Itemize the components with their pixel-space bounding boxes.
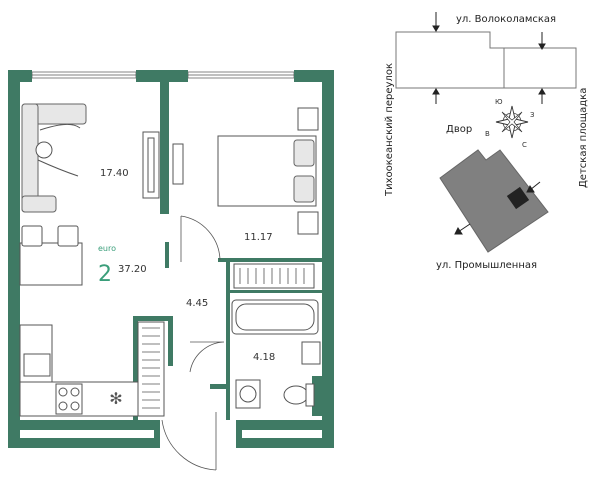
- wall-top-middle: [136, 70, 188, 82]
- street-south: ул. Промышленная: [436, 260, 537, 271]
- apartment-plan: ✻ 17.40 11.17 4.45 4.18: [8, 70, 334, 471]
- wall-bottom-left-post: [154, 420, 160, 448]
- site-plan: Ю С В З ул. Волоколамская ул. Промышленн…: [384, 12, 589, 271]
- wall-bathroom-left: [226, 262, 230, 420]
- tv-screen: [147, 137, 155, 193]
- compass-w: В: [485, 130, 490, 138]
- person-head-icon: [35, 141, 53, 159]
- sofa-end: [21, 195, 57, 213]
- entrance-arrows: [432, 12, 546, 235]
- wall-partition-hall-left: [165, 242, 169, 268]
- door-bedroom: [180, 215, 221, 262]
- doors: [161, 215, 225, 471]
- burner-2: [70, 387, 80, 397]
- living-furniture: [21, 103, 184, 213]
- door-entrance: [161, 412, 217, 471]
- dining-table: [19, 242, 83, 286]
- chair-right: [57, 225, 79, 247]
- burner-1: [58, 387, 68, 397]
- apartment-type-number: 2: [98, 262, 112, 287]
- wall-bottom-left-outer: [8, 438, 160, 448]
- wall-bottom-right: [236, 420, 334, 430]
- door-bathroom: [189, 341, 225, 373]
- nightstand-bottom: [297, 211, 319, 235]
- dining-set: [19, 225, 83, 286]
- building-outline-right: [503, 47, 577, 89]
- street-north: ул. Волоколамская: [456, 14, 556, 25]
- bathroom-sink: [301, 341, 321, 365]
- bedroom-tv: [172, 143, 184, 185]
- arrow-building-left-head: [454, 227, 463, 235]
- chair-left: [21, 225, 43, 247]
- wall-bottom-right-outer: [236, 438, 334, 448]
- wall-left: [8, 70, 20, 448]
- sink: [23, 353, 51, 377]
- wall-bedroom-bottom: [218, 258, 322, 262]
- toilet-tank: [305, 383, 315, 407]
- arrow-north-left-head: [432, 25, 440, 32]
- burner-3: [58, 401, 68, 411]
- arrow-north-right-head: [538, 43, 546, 50]
- fridge-snowflake-icon: ✻: [109, 389, 122, 408]
- toilet-bowl: [283, 385, 309, 405]
- wall-hall-niche-top: [133, 316, 173, 321]
- burner-4: [70, 401, 80, 411]
- wall-hall-niche-right: [168, 316, 173, 366]
- arrow-south-left-head: [432, 88, 440, 95]
- courtyard-label: Двор: [446, 124, 472, 135]
- compass-star-diagonal-icon: [501, 111, 523, 133]
- wall-bathroom-top: [230, 290, 322, 293]
- bottom-gap-left: [20, 430, 154, 438]
- bathtub-inner: [235, 303, 315, 331]
- nightstand-top: [297, 107, 319, 131]
- street-east: Детская площадка: [578, 88, 589, 188]
- pillow-top: [293, 139, 315, 167]
- wall-bath-door-stop: [210, 384, 230, 389]
- wall-right: [322, 70, 334, 448]
- wall-bottom-right-post: [236, 420, 242, 448]
- section-marker: [506, 186, 530, 210]
- stove: [55, 383, 83, 415]
- area-hallway: 4.45: [186, 298, 208, 309]
- compass-s: С: [522, 141, 527, 149]
- building-outline-left: [395, 31, 505, 89]
- arrow-building-right-head: [526, 185, 535, 193]
- radiator-bedroom: [233, 263, 315, 289]
- wall-bath-right-niche: [312, 376, 322, 416]
- bedroom-furniture: [217, 107, 319, 289]
- walls: [8, 70, 334, 448]
- wall-partition-living-bedroom: [160, 82, 169, 214]
- street-west: Тихоокеанский переулок: [384, 63, 395, 197]
- bathroom-fixtures: [231, 299, 321, 409]
- compass-e: З: [530, 111, 535, 119]
- wall-hall-niche: [133, 316, 138, 420]
- radiator-hall-fins: [142, 327, 160, 409]
- arrow-south-right-head: [538, 88, 546, 95]
- kitchen: ✻: [19, 321, 165, 417]
- compass-n: Ю: [495, 98, 503, 106]
- building-current: [439, 149, 549, 253]
- apartment-type-word: euro: [98, 244, 116, 253]
- person-figure-icon: [37, 124, 81, 177]
- radiator-bedroom-fins: [239, 268, 305, 284]
- washing-machine-drum-icon: [239, 385, 257, 403]
- area-bathroom: 4.18: [253, 352, 275, 363]
- area-living-kitchen: 17.40: [100, 168, 129, 179]
- wall-bottom-left: [8, 420, 160, 430]
- apartment-total-area: 37.20: [118, 264, 147, 275]
- bottom-gap-right: [242, 430, 322, 438]
- area-bedroom: 11.17: [244, 232, 273, 243]
- pillow-bottom: [293, 175, 315, 203]
- compass: Ю С В З: [485, 98, 535, 149]
